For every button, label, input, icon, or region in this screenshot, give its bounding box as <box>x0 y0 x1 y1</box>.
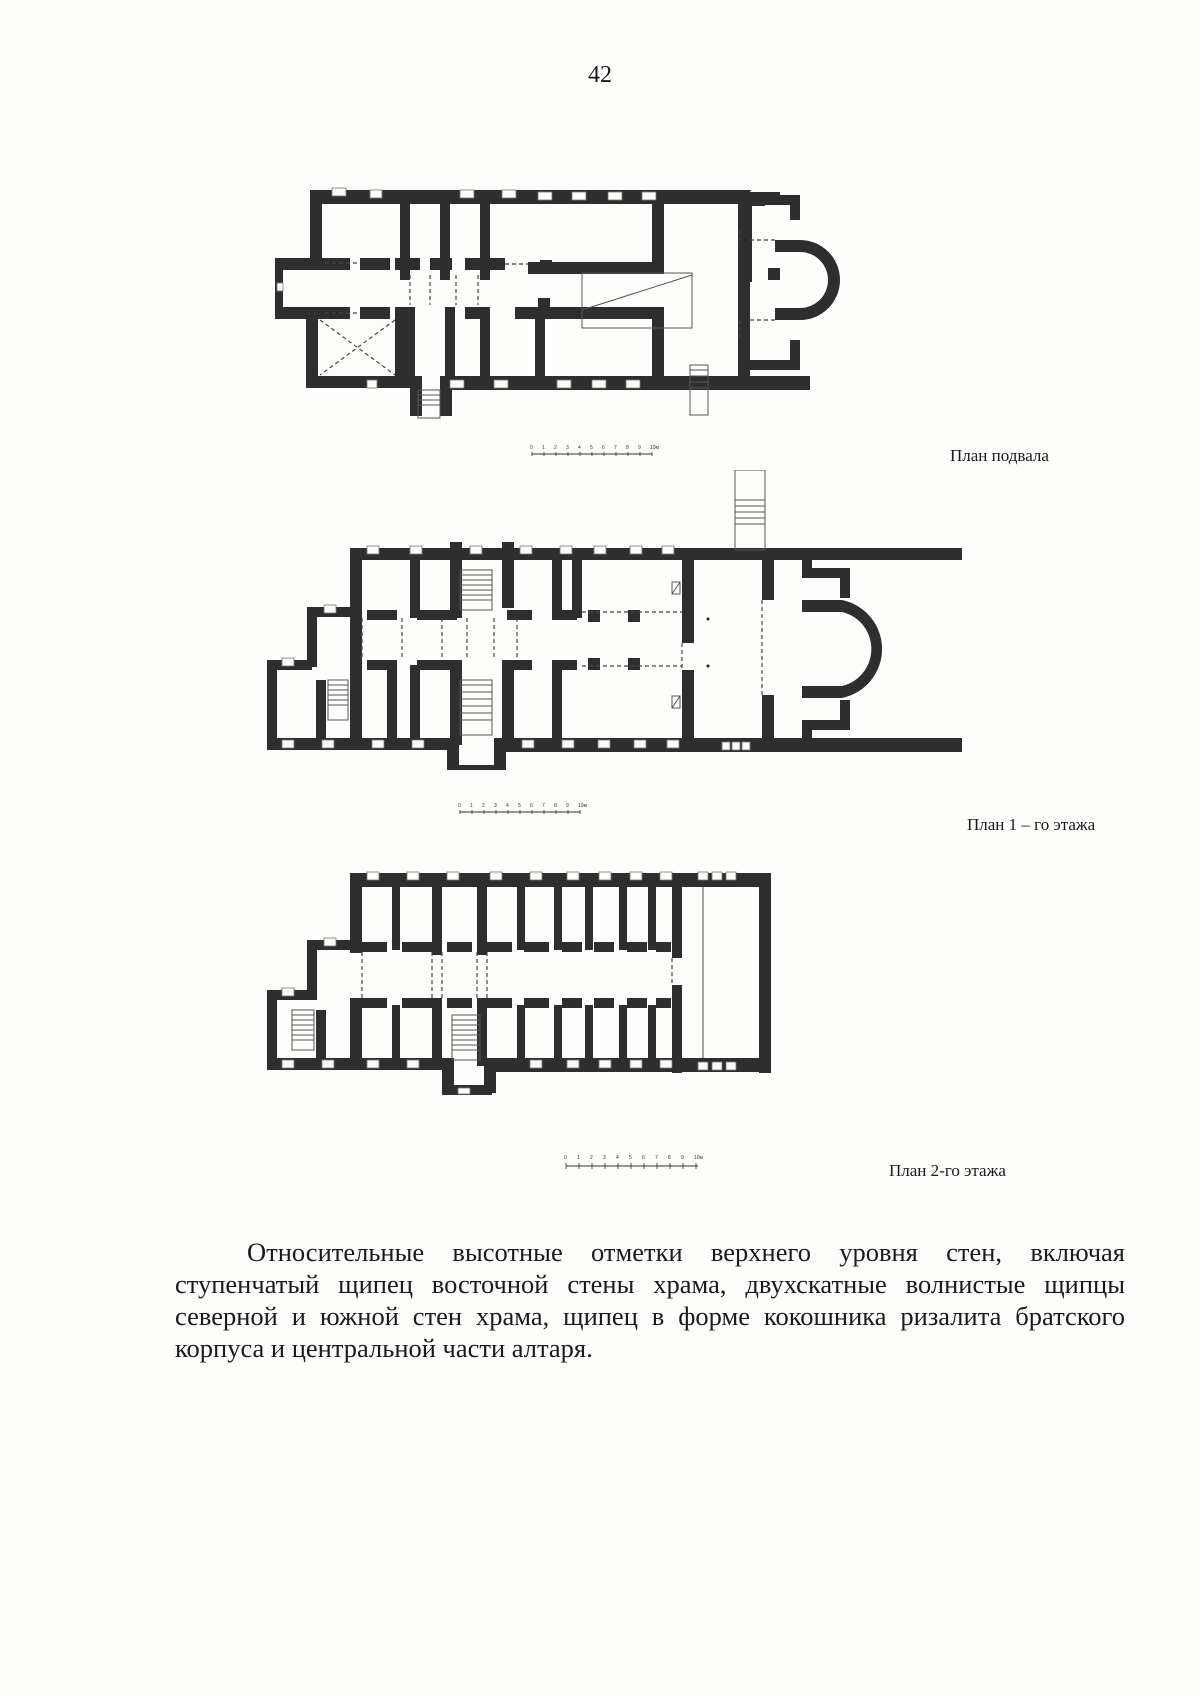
first-floor-plan-caption: План 1 – го этажа <box>967 815 1096 834</box>
basement-floor-plan <box>275 187 840 419</box>
scale-label: 8 <box>668 1155 671 1161</box>
scale-label: 2 <box>482 803 485 809</box>
scale-label: 1 <box>577 1155 580 1161</box>
scale-bar-first-floor: 0 1 2 3 4 5 6 7 8 9 10м <box>458 803 588 814</box>
scale-bar-second-floor: 0 1 2 3 4 5 6 7 8 9 10м <box>564 1155 704 1169</box>
scale-label: 6 <box>530 803 533 809</box>
scale-label: 6 <box>642 1155 645 1161</box>
scale-label: 10м <box>650 445 660 451</box>
first-floor-plan <box>267 470 962 770</box>
scale-label: 0 <box>564 1155 567 1161</box>
scale-label: 3 <box>603 1155 606 1161</box>
scale-label: 10м <box>694 1155 704 1161</box>
scale-label: 4 <box>578 445 581 451</box>
scale-label: 7 <box>542 803 545 809</box>
scale-label: 5 <box>518 803 521 809</box>
scale-label: 10м <box>578 803 588 809</box>
scale-label: 8 <box>626 445 629 451</box>
scale-label: 1 <box>470 803 473 809</box>
scale-label: 3 <box>494 803 497 809</box>
page-number: 42 <box>588 62 612 88</box>
scale-label: 2 <box>554 445 557 451</box>
scale-label: 0 <box>458 803 461 809</box>
scale-label: 6 <box>602 445 605 451</box>
scale-label: 9 <box>681 1155 684 1161</box>
scale-label: 2 <box>590 1155 593 1161</box>
second-floor-plan <box>267 871 771 1095</box>
scale-label: 4 <box>506 803 509 809</box>
scale-label: 8 <box>554 803 557 809</box>
scale-label: 0 <box>530 445 533 451</box>
scale-label: 1 <box>542 445 545 451</box>
scale-label: 9 <box>566 803 569 809</box>
second-floor-plan-caption: План 2-го этажа <box>889 1161 1006 1180</box>
scale-label: 4 <box>616 1155 619 1161</box>
scale-label: 3 <box>566 445 569 451</box>
basement-plan-caption: План подвала <box>950 446 1049 465</box>
scale-label: 5 <box>629 1155 632 1161</box>
scale-label: 5 <box>590 445 593 451</box>
scale-label: 7 <box>614 445 617 451</box>
scale-label: 7 <box>655 1155 658 1161</box>
scale-bar-basement: 0 1 2 3 4 5 6 7 8 9 10м <box>530 445 660 456</box>
scale-label: 9 <box>638 445 641 451</box>
body-paragraph: Относительные высотные отметки верхнего … <box>175 1236 1125 1363</box>
